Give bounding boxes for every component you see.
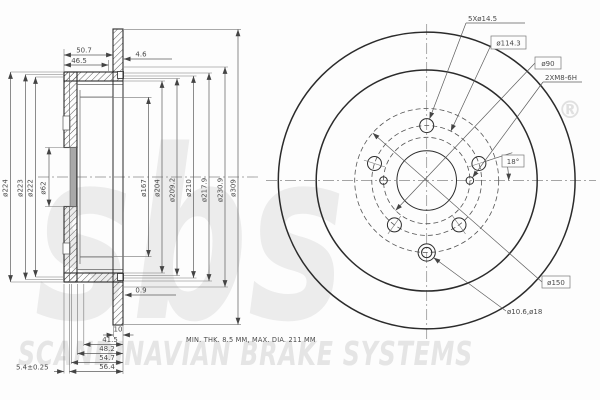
dim-dia-204: ø204 [154,179,162,197]
callout-pcd: ø114.3 [496,40,520,48]
section-right-diameters: ø167 ø204 ø209.2 ø210 ø217.9 ø230.9 [80,29,241,325]
callout-150-box [541,275,571,289]
dim-width-54-7: 54.7 [99,354,115,362]
front-view: 5Xø14.5 ø114.3 ø90 2XM8-6H 18° ø150 [266,15,596,340]
dim-top-width-outer: 50.7 [76,47,92,55]
circle-90-dashed [383,136,471,225]
friction-ring-bottom-section [112,281,124,326]
disc-outer-diameter-circle [277,31,576,330]
section-view: 50.7 46.5 4.6 ø224 ø223 ø222 ø62 [2,28,316,374]
dim-dia-217-9: ø217.9 [201,178,209,202]
dim-width-10: 10 [114,326,123,334]
callout-thread: 2XM8-6H [545,74,577,82]
set-screw-hole [417,243,436,262]
callout-hub-circle: ø90 [541,60,554,68]
dim-dia-hub-62: ø62 [40,181,48,194]
callout-pcd-box [490,35,527,50]
stud-hole-upper [62,115,71,131]
dim-dia-210: ø210 [185,179,193,197]
dim-dia-222: ø222 [27,179,35,197]
dim-ring-offset: 4.6 [135,51,147,59]
front-callouts: 5Xø14.5 ø114.3 ø90 2XM8-6H 18° ø150 [372,15,582,316]
section-inner-edges [69,72,124,282]
dim-width-48-2: 48.2 [99,345,115,353]
watermark-sbs-logo: sbs [35,101,345,374]
callout-90-box [534,56,562,70]
dim-dia-167: ø167 [140,179,148,197]
dim-top-width-inner: 46.5 [71,57,87,65]
callout-setscrew: ø10.6,ø18 [507,308,542,316]
section-solids [62,28,124,326]
bolt-circle-114-3-dashed [371,125,483,236]
min-thickness-note: MIN. THK. 8.5 MM, MAX. DIA. 211 MM [186,336,316,344]
dim-width-56-4: 56.4 [99,363,115,371]
callout-angle-box [501,154,525,168]
dim-dia-223: ø223 [17,179,25,197]
dim-dia-209-2: ø209.2 [169,178,177,202]
bolt-holes [363,118,490,235]
callout-bolt-holes: 5Xø14.5 [468,15,497,23]
dim-dia-230-9: ø230.9 [217,178,225,202]
hub-bore-surface [69,147,77,207]
hub-bore-circle [396,150,458,211]
callout-angle: 18° [507,158,519,166]
callout-circle150: ø150 [547,279,565,287]
braking-band-inner-circle [315,69,538,292]
section-top-dimensions: 50.7 46.5 4.6 [63,47,172,71]
watermark: sbs ® SCANDINAVIAN BRAKE SYSTEMS [18,96,582,374]
hat-wall-upper-section [63,71,78,149]
dim-dia-309: ø309 [230,179,238,197]
circle-150-dashed [354,108,500,253]
stud-hole-lower [62,242,71,255]
section-left-diameters: ø224 ø223 ø222 ø62 [2,71,78,283]
dim-flange-thickness: 5.4±0.25 [16,364,49,372]
dim-width-41-5: 41.5 [102,336,118,344]
m8-thread-holes [379,176,475,185]
dim-dia-224: ø224 [2,179,10,197]
dim-step-0-9: 0.9 [135,287,146,295]
friction-ring-top-section [112,28,124,73]
section-bottom-dimensions: 0.9 10 41.5 48.2 54.7 56.4 5.4±0.25 [16,284,176,374]
